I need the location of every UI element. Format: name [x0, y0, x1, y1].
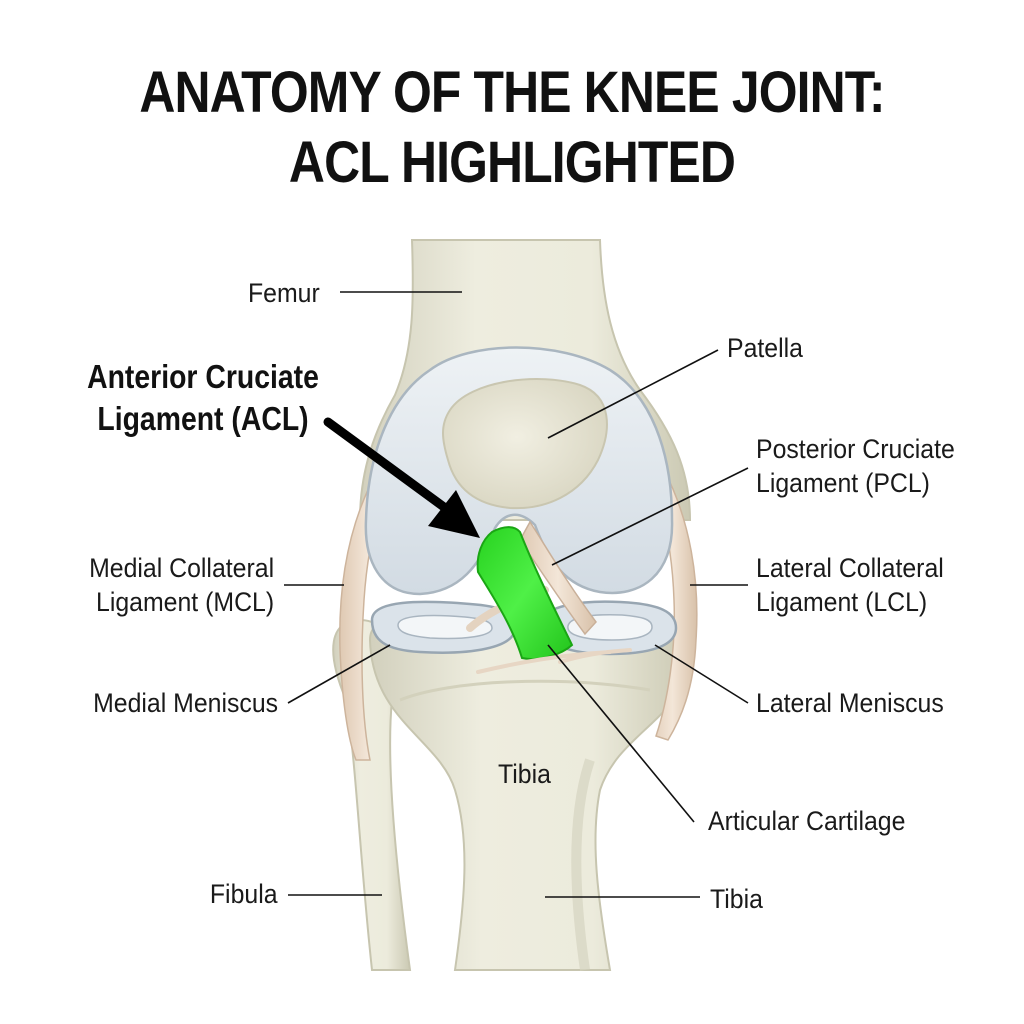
acl-pointer-arrow [323, 417, 480, 538]
pcl-ligament [519, 520, 597, 636]
label-pcl: Posterior Cruciate Ligament (PCL) [756, 432, 955, 500]
tibia-bone [368, 619, 690, 971]
articular-cartilage-strands [476, 648, 632, 674]
label-acl-line-2: Ligament (ACL) [97, 400, 309, 437]
label-lcl-line-2: Ligament (LCL) [756, 587, 928, 617]
label-acl: Anterior Cruciate Ligament (ACL) [78, 356, 327, 440]
title-line-2: ACL HIGHLIGHTED [288, 130, 736, 195]
leader-pcl [551, 467, 749, 566]
tibia-shaft-shadow [571, 758, 595, 971]
diagram-title: ANATOMY OF THE KNEE JOINT: ACL HIGHLIGHT… [72, 58, 953, 198]
label-lateral-meniscus: Lateral Meniscus [756, 688, 944, 718]
label-mcl-line-2: Ligament (MCL) [95, 587, 275, 617]
title-line-1: ANATOMY OF THE KNEE JOINT: [139, 60, 885, 125]
tibia-plateau-ridge [399, 679, 651, 702]
leader-patella [547, 349, 719, 439]
label-acl-line-1: Anterior Cruciate [87, 358, 319, 395]
label-tibia-center: Tibia [498, 759, 551, 789]
label-fibula: Fibula [210, 879, 278, 909]
label-lcl-line-1: Lateral Collateral [756, 553, 944, 583]
label-tibia: Tibia [710, 884, 763, 914]
label-mcl: Medial Collateral Ligament (MCL) [89, 551, 274, 619]
label-articular-cartilage: Articular Cartilage [708, 806, 906, 836]
leader-articular-cartilage [547, 644, 695, 823]
label-femur: Femur [248, 278, 320, 308]
leader-lateral-meniscus [654, 644, 749, 704]
label-mcl-line-1: Medial Collateral [88, 553, 274, 583]
leader-lines [284, 291, 749, 898]
label-pcl-line-1: Posterior Cruciate [756, 434, 955, 464]
label-patella: Patella [727, 333, 803, 363]
patella-bone [442, 377, 608, 510]
label-medial-meniscus: Medial Meniscus [93, 688, 278, 718]
leader-medial-meniscus [287, 644, 391, 704]
label-lcl: Lateral Collateral Ligament (LCL) [756, 551, 944, 619]
medial-meniscus [370, 600, 517, 654]
label-pcl-line-2: Ligament (PCL) [756, 468, 930, 498]
